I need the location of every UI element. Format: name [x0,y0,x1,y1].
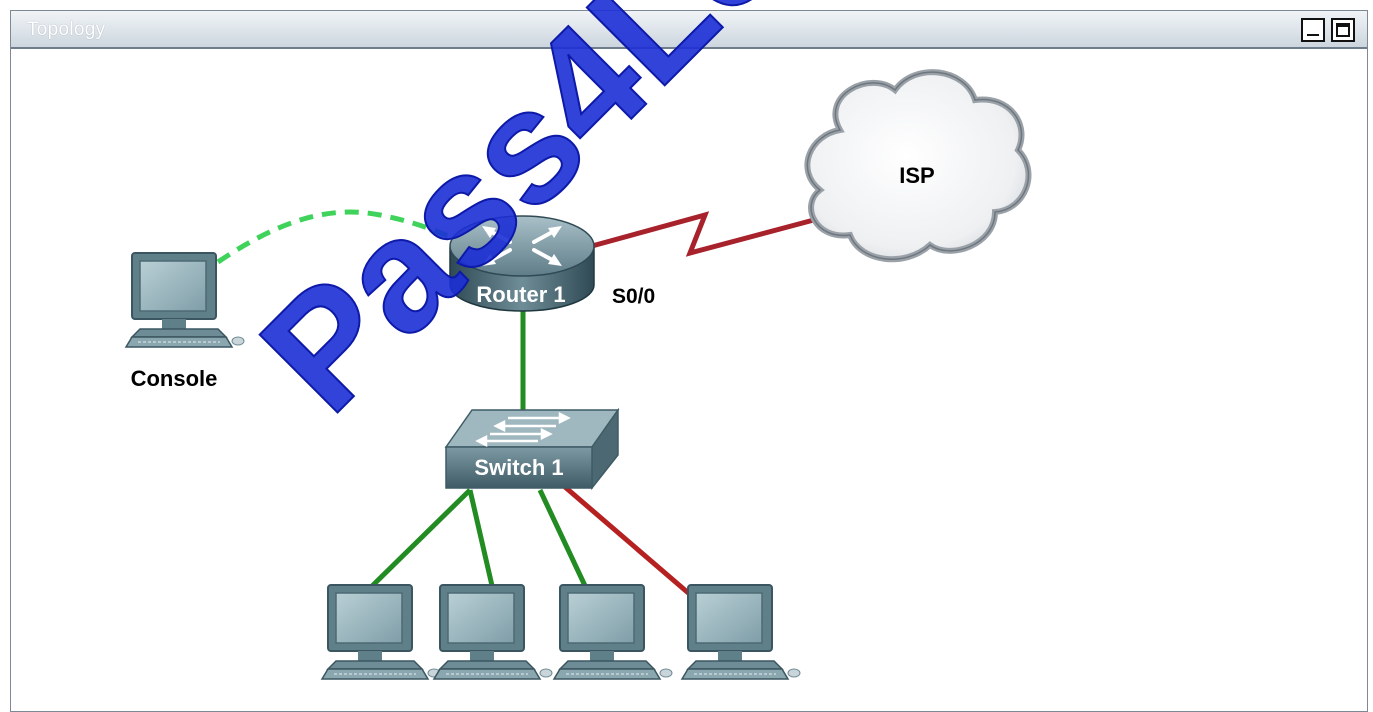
console-label: Console [131,366,218,391]
switch-icon[interactable] [444,407,620,491]
interface-label: S0/0 [612,285,655,308]
isp-label: ISP [899,163,934,188]
pc-icon-2[interactable] [433,584,553,680]
window-title: Topology [27,19,106,40]
pc-4-link [563,485,695,599]
pc-2-link [467,489,496,591]
switch-label: Switch 1 [474,455,563,480]
pc-3-link [537,488,590,592]
pc-icon-4[interactable] [681,584,801,680]
pc-icon-1[interactable] [321,584,441,680]
router-icon[interactable] [449,215,595,312]
pc-icon-3[interactable] [553,584,673,680]
isp-cloud-icon[interactable] [804,69,1032,263]
watermark: Pass4Le [227,0,813,444]
minimize-icon[interactable] [1301,18,1325,42]
router-label: Router 1 [476,282,565,307]
title-bar[interactable]: Topology [11,11,1367,49]
pc-1-link [366,488,472,592]
console-pc-icon[interactable] [125,252,245,348]
serial-link [591,211,826,257]
maximize-icon[interactable] [1331,18,1355,42]
console-link [216,209,463,265]
